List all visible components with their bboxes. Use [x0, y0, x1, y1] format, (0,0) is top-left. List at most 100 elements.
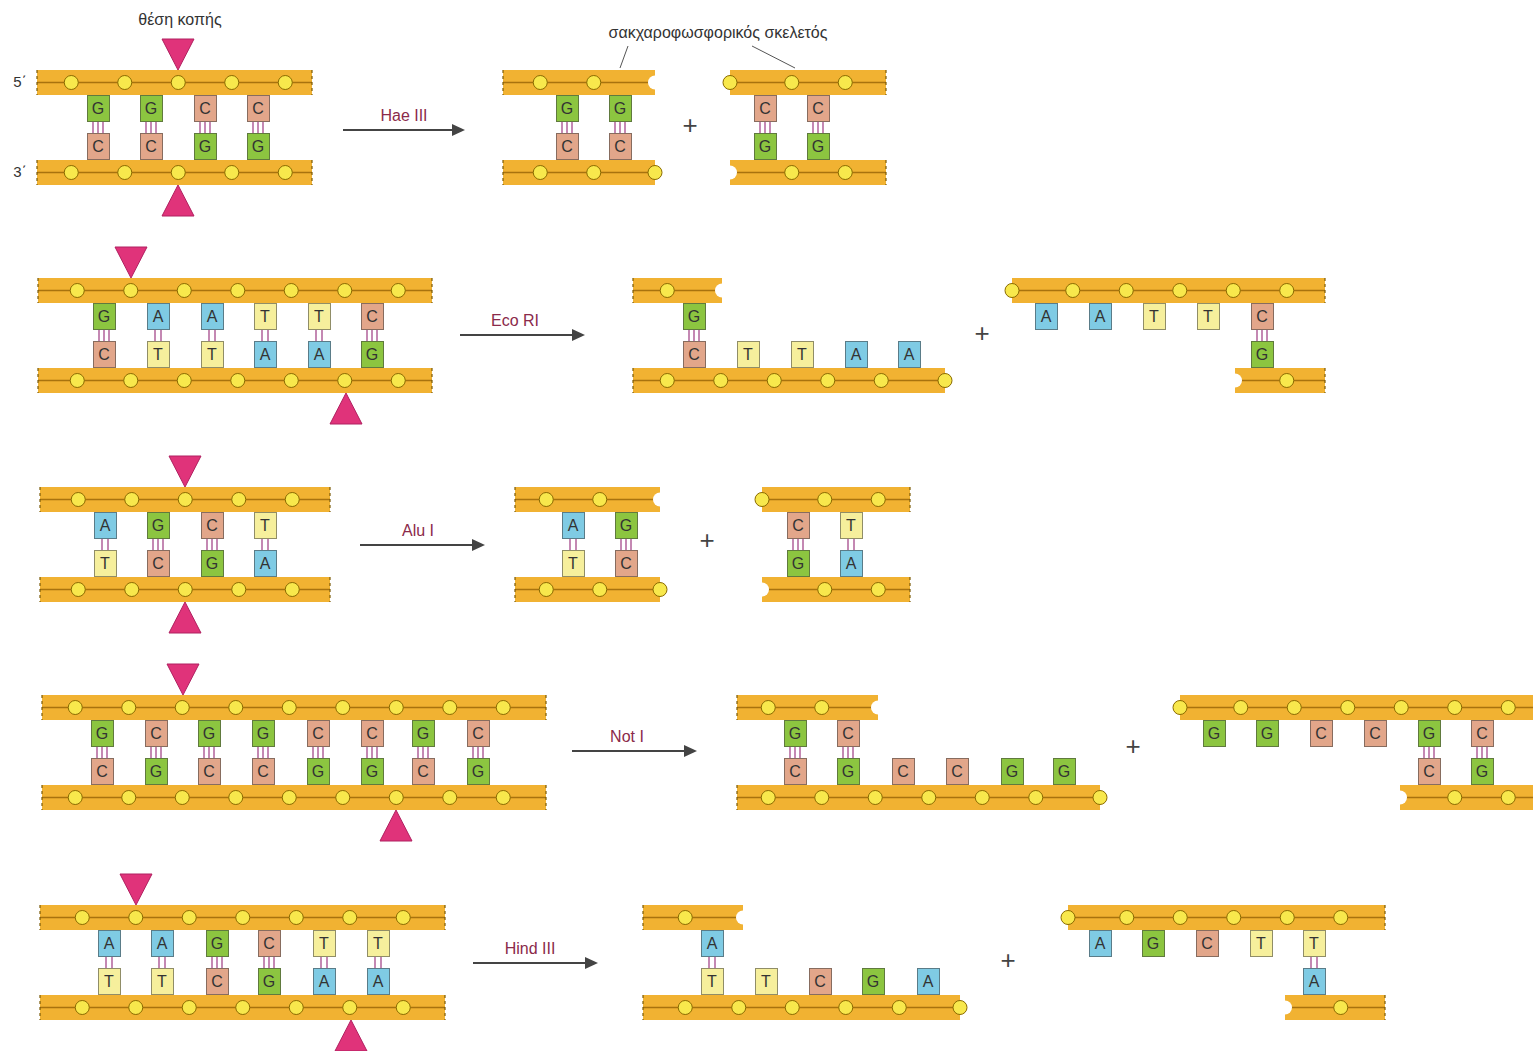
nucleotide-letter: G: [92, 101, 104, 117]
phosphate-circle: [815, 701, 829, 715]
nucleotide-letter: C: [150, 726, 162, 742]
phosphate-circle: [1029, 791, 1043, 805]
phosphate-circle: [124, 374, 138, 388]
nucleotide-letter: A: [846, 556, 857, 572]
enzyme-name: Not I: [610, 728, 644, 746]
reaction-arrows: [343, 46, 795, 969]
open-end: [642, 995, 643, 1020]
nucleotide-box: G: [1471, 758, 1494, 785]
nucleotide-letter: C: [1423, 764, 1435, 780]
open-end: [545, 785, 546, 810]
nucleotide-letter: C: [1369, 726, 1381, 742]
backbone-band: [643, 905, 743, 930]
nucleotide-box: T: [737, 341, 760, 368]
backbone-line: [515, 589, 660, 591]
nucleotide-letter: C: [842, 726, 854, 742]
open-end: [736, 695, 737, 720]
phosphate-circle: [389, 791, 403, 805]
sugar-phosphate-backbone: [37, 70, 312, 95]
hydrogen-bond: [101, 747, 103, 758]
phosphate-circle: [70, 374, 84, 388]
strand-end-label: 3΄: [13, 164, 26, 181]
nucleotide-box: C: [787, 512, 810, 539]
phosphate-circle: [171, 76, 185, 90]
open-end: [431, 368, 432, 393]
reaction-arrow: [343, 129, 455, 131]
nucleotide-box: C: [892, 758, 915, 785]
phosphate-circle: [236, 1001, 250, 1015]
nucleotide-letter: G: [812, 139, 824, 155]
phosphate-circle: [182, 1001, 196, 1015]
phosphate-circle: [678, 1001, 692, 1015]
open-end: [311, 70, 312, 95]
nucleotide-box: G: [412, 720, 435, 747]
phosphate-circle: [839, 1001, 853, 1015]
hydrogen-bond: [257, 747, 259, 758]
nucleotide-box: C: [1471, 720, 1494, 747]
nucleotide-box: A: [201, 303, 224, 330]
arrowhead: [585, 957, 598, 969]
backbone-line: [730, 82, 886, 84]
nucleotide-box: T: [367, 930, 390, 957]
nucleotide-letter: A: [568, 518, 579, 534]
sugar-phosphate-backbone: [1393, 785, 1533, 810]
nucleotide-letter: A: [157, 936, 168, 952]
nucleotide-letter: C: [897, 764, 909, 780]
phosphate-circle: [177, 284, 191, 298]
nucleotide-box: T: [1303, 930, 1326, 957]
phosphate-circle: [175, 701, 189, 715]
nucleotide-box: A: [308, 341, 331, 368]
open-end: [632, 278, 633, 303]
phosphate-circle: [723, 76, 737, 90]
backbone-line: [515, 499, 660, 501]
nucleotide-box: A: [367, 968, 390, 995]
plus-sign: +: [1125, 732, 1140, 761]
nucleotide-box: A: [151, 930, 174, 957]
phosphate-circle: [767, 374, 781, 388]
nucleotide-box: C: [837, 720, 860, 747]
hydrogen-bond: [108, 330, 110, 341]
phosphate-circle: [1226, 284, 1240, 298]
nucleotide-box: G: [201, 550, 224, 577]
nucleotide-letter: G: [206, 556, 218, 572]
hydrogen-bond: [262, 122, 264, 133]
hydrogen-bond: [268, 957, 270, 968]
nucleotide-letter: C: [312, 726, 324, 742]
phosphate-circle: [68, 791, 82, 805]
open-end: [41, 695, 42, 720]
hydrogen-bond: [211, 957, 213, 968]
phosphate-circle: [171, 166, 185, 180]
nucleotide-letter: T: [1149, 309, 1159, 325]
nucleotide-letter: G: [1006, 764, 1018, 780]
nucleotide-box: A: [1035, 303, 1058, 330]
hydrogen-bond: [371, 330, 373, 341]
nucleotide-box: T: [562, 550, 585, 577]
sugar-phosphate-backbone: [633, 278, 729, 303]
hydrogen-bond: [1310, 957, 1312, 968]
nucleotide-letter: C: [688, 347, 700, 363]
nucleotide-letter: C: [96, 764, 108, 780]
hydrogen-bond: [312, 747, 314, 758]
nucleotide-letter: T: [104, 974, 114, 990]
backbone-line: [643, 917, 743, 919]
nucleotide-box: T: [1250, 930, 1273, 957]
nucleotide-letter: T: [761, 974, 771, 990]
nucleotide-letter: A: [1095, 309, 1106, 325]
nucleotide-box: A: [917, 968, 940, 995]
nucleotide-letter: G: [96, 726, 108, 742]
nucleotide-box: C: [809, 968, 832, 995]
hydrogen-bond: [208, 747, 210, 758]
nucleotide-letter: C: [792, 518, 804, 534]
phosphate-circle: [539, 493, 553, 507]
hydrogen-bond: [769, 122, 771, 133]
nucleotide-letter: A: [707, 936, 718, 952]
hydrogen-bond: [267, 747, 269, 758]
backbone-line: [1180, 707, 1533, 709]
phosphate-circle: [118, 166, 132, 180]
hydrogen-bond: [624, 122, 626, 133]
nucleotide-letter: T: [373, 936, 383, 952]
backbone-band: [737, 785, 1100, 810]
hydrogen-bond: [789, 747, 791, 758]
nucleotide-box: T: [791, 341, 814, 368]
hydrogen-bond: [482, 747, 484, 758]
